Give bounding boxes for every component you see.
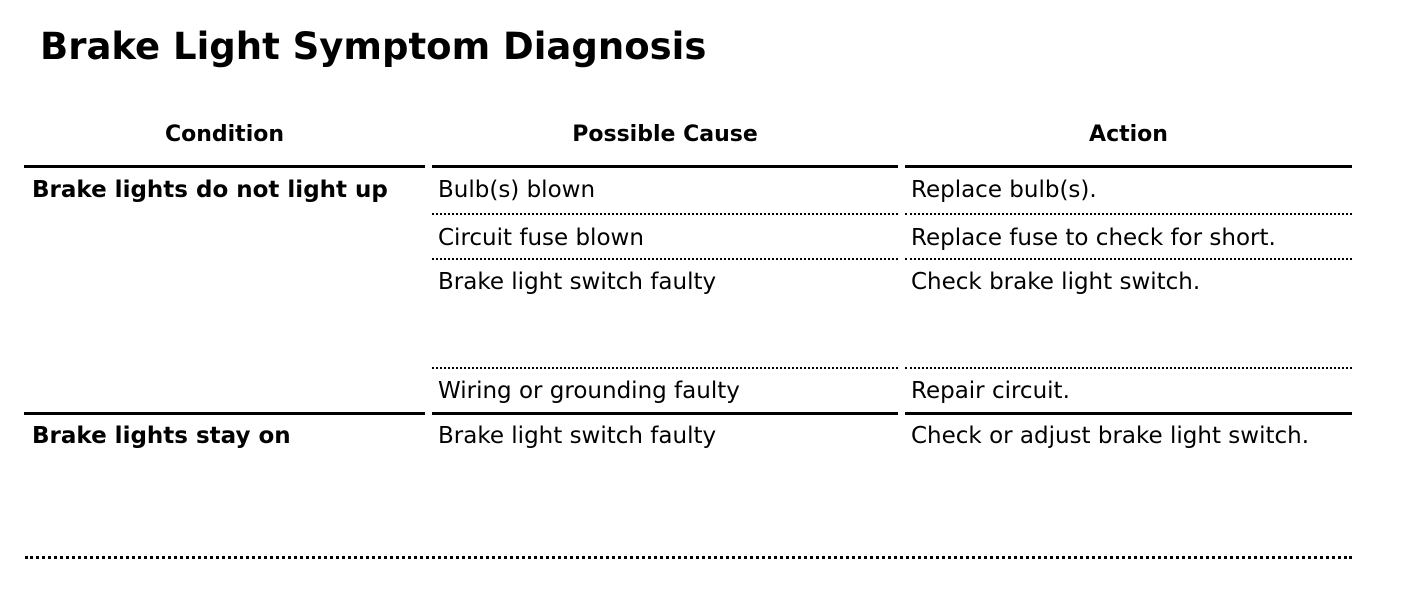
column-header-condition: Condition bbox=[164, 122, 285, 147]
header-rule-condition bbox=[24, 165, 425, 168]
table-cell-possible-cause-4: Wiring or grounding faulty bbox=[438, 378, 740, 404]
row-rule-2-possible-cause bbox=[432, 258, 898, 260]
table-cell-action-4: Repair circuit. bbox=[911, 378, 1070, 404]
row-rule-1-action bbox=[905, 213, 1352, 215]
row-rule-2-action bbox=[905, 258, 1352, 260]
row-rule-3-possible-cause bbox=[432, 367, 898, 369]
group-rule-action bbox=[905, 412, 1352, 415]
table-cell-possible-cause-5: Brake light switch faulty bbox=[438, 423, 717, 449]
header-rule-possible-cause bbox=[432, 165, 898, 168]
table-cell-action-1: Replace bulb(s). bbox=[911, 177, 1097, 203]
table-cell-action-2: Replace fuse to check for short. bbox=[911, 225, 1276, 251]
group-rule-possible-cause bbox=[432, 412, 898, 415]
table-cell-action-3: Check brake light switch. bbox=[911, 269, 1201, 295]
column-header-possible-cause: Possible Cause bbox=[572, 122, 758, 147]
column-header-action: Action bbox=[1089, 122, 1168, 147]
table-cell-possible-cause-2: Circuit fuse blown bbox=[438, 225, 644, 251]
row-rule-3-action bbox=[905, 367, 1352, 369]
row-rule-1-possible-cause bbox=[432, 213, 898, 215]
table-cell-possible-cause-3: Brake light switch faulty bbox=[438, 269, 717, 295]
table-cell-condition-1: Brake lights do not light up bbox=[32, 177, 388, 203]
group-rule-condition bbox=[24, 412, 425, 415]
table-cell-possible-cause-1: Bulb(s) blown bbox=[438, 177, 596, 203]
page-title: Brake Light Symptom Diagnosis bbox=[40, 25, 707, 68]
footer-rule bbox=[25, 556, 1352, 559]
table-cell-condition-5: Brake lights stay on bbox=[32, 423, 291, 449]
header-rule-action bbox=[905, 165, 1352, 168]
table-cell-action-5: Check or adjust brake light switch. bbox=[911, 423, 1310, 449]
